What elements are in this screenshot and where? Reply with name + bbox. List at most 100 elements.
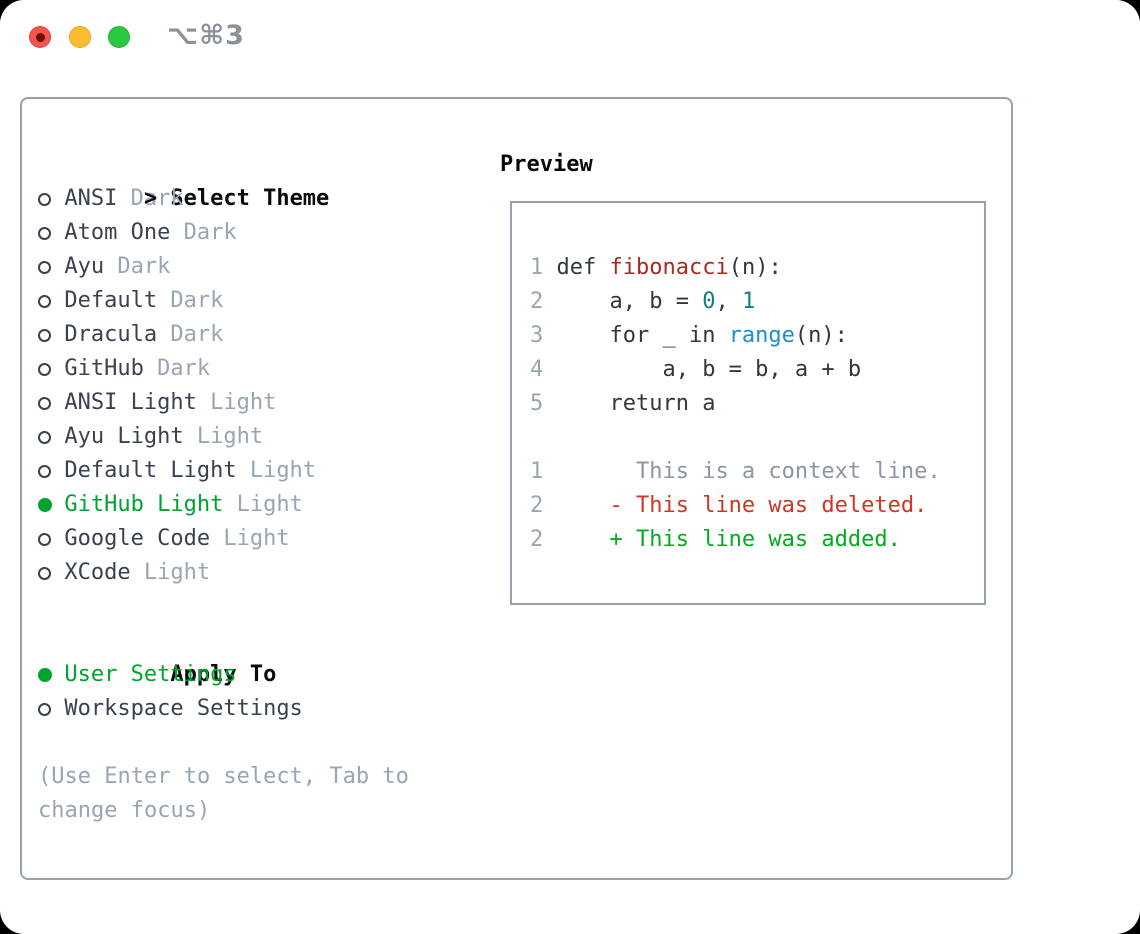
code-line: 3 for _ in range(n):	[530, 319, 984, 353]
keyboard-shortcut-label: ⌥⌘3	[167, 20, 245, 51]
theme-variant-label: Light	[210, 526, 290, 551]
theme-option[interactable]: Ayu Light Light	[38, 420, 468, 454]
code-line: 2 a, b = 0, 1	[530, 285, 984, 319]
code-segment-num: 0	[702, 289, 716, 314]
radio-icon	[38, 318, 64, 352]
theme-option[interactable]: ANSI Light Light	[38, 386, 468, 420]
code-segment-del: - This line was deleted.	[556, 493, 928, 518]
spacer	[38, 590, 468, 624]
code-line: 2 - This line was deleted.	[530, 489, 984, 523]
code-segment-code: (n):	[728, 255, 782, 280]
radio-selected-icon	[38, 658, 64, 692]
theme-option[interactable]: ANSI Dark	[38, 182, 468, 216]
radio-icon	[38, 284, 64, 318]
code-line: 1 def fibonacci(n):	[530, 251, 984, 285]
theme-variant-label: Light	[236, 458, 317, 483]
line-number: 2	[530, 493, 557, 518]
theme-option[interactable]: Atom One Dark	[38, 216, 468, 250]
apply-to-header-label: Apply To	[170, 662, 277, 687]
code-segment-code: def	[556, 255, 610, 280]
theme-option-label: Ayu	[64, 254, 105, 279]
theme-option-label: GitHub Light	[64, 492, 224, 517]
theme-option[interactable]: GitHub Light Light	[38, 488, 468, 522]
theme-option[interactable]: XCode Light	[38, 556, 468, 590]
theme-variant-label: Dark	[104, 254, 171, 279]
line-number: 4	[530, 357, 557, 382]
radio-icon	[38, 182, 64, 216]
apply-to-option[interactable]: Workspace Settings	[38, 692, 468, 726]
code-segment-code: a, b =	[556, 289, 703, 314]
theme-option-label: Default	[64, 288, 158, 313]
theme-option-label: ANSI	[64, 186, 118, 211]
theme-option[interactable]: Ayu Dark	[38, 250, 468, 284]
select-theme-header: > Select Theme	[38, 148, 468, 211]
code-segment-func: fibonacci	[609, 255, 729, 280]
line-number: 3	[530, 323, 557, 348]
code-line: 4 a, b = b, a + b	[530, 353, 984, 387]
theme-option[interactable]: Default Dark	[38, 284, 468, 318]
code-segment-code: (n):	[794, 323, 848, 348]
theme-variant-label: Light	[183, 424, 264, 449]
radio-selected-icon	[38, 488, 64, 522]
theme-variant-label: Dark	[157, 288, 224, 313]
radio-icon	[38, 386, 64, 420]
theme-variant-label: Light	[196, 390, 277, 415]
help-text: (Use Enter to select, Tab to change focu…	[38, 764, 409, 823]
select-theme-header-label: Select Theme	[170, 186, 330, 211]
radio-icon	[38, 352, 64, 386]
theme-option[interactable]: Default Light Light	[38, 454, 468, 488]
radio-icon	[38, 454, 64, 488]
theme-variant-label: Dark	[170, 220, 237, 245]
radio-icon	[38, 250, 64, 284]
close-button[interactable]	[29, 26, 51, 48]
code-line: 2 + This line was added.	[530, 523, 984, 557]
apply-to-option[interactable]: User Settings	[38, 658, 468, 692]
code-line: 1 This is a context line.	[530, 455, 984, 489]
apply-to-header: Apply To	[38, 624, 468, 687]
apply-to-option-label: Workspace Settings	[64, 696, 303, 721]
apply-to-option-label: User Settings	[64, 662, 237, 687]
radio-icon	[38, 522, 64, 556]
radio-icon	[38, 420, 64, 454]
titlebar: ⌥⌘3	[0, 0, 1140, 74]
theme-option-label: Default Light	[64, 458, 237, 483]
code-line	[530, 421, 984, 455]
code-segment-num: 1	[741, 289, 756, 314]
theme-option-label: Atom One	[64, 220, 171, 245]
theme-option-label: Dracula	[64, 322, 158, 347]
theme-variant-label: Dark	[143, 356, 211, 381]
preview-title: Preview	[500, 152, 593, 177]
line-number	[530, 425, 543, 450]
theme-option[interactable]: Google Code Light	[38, 522, 468, 556]
spacer	[38, 726, 468, 760]
theme-option-label: XCode	[64, 560, 131, 585]
minimize-button[interactable]	[69, 26, 91, 48]
code-segment-code: for _ in	[556, 323, 729, 348]
theme-option[interactable]: GitHub Dark	[38, 352, 468, 386]
code-line: 5 return a	[530, 387, 984, 421]
code-segment-code: a, b = b, a + b	[556, 357, 862, 382]
line-number: 2	[530, 289, 557, 314]
theme-option-label: GitHub	[64, 356, 144, 381]
code-segment-ctx: This is a context line.	[556, 459, 941, 484]
theme-option-label: Google Code	[64, 526, 211, 551]
zoom-button[interactable]	[108, 26, 130, 48]
theme-option[interactable]: Dracula Dark	[38, 318, 468, 352]
code-segment-add: + This line was added.	[556, 527, 901, 552]
theme-variant-label: Dark	[157, 322, 224, 347]
theme-option-label: Ayu Light	[64, 424, 184, 449]
theme-option-label: ANSI Light	[64, 390, 197, 415]
line-number: 1	[530, 459, 557, 484]
radio-icon	[38, 556, 64, 590]
theme-variant-label: Light	[223, 492, 303, 517]
cursor-arrow-icon: >	[143, 186, 158, 211]
code-segment-code: ,	[715, 289, 742, 314]
line-number: 5	[530, 391, 557, 416]
code-segment-builtin: range	[728, 323, 795, 348]
